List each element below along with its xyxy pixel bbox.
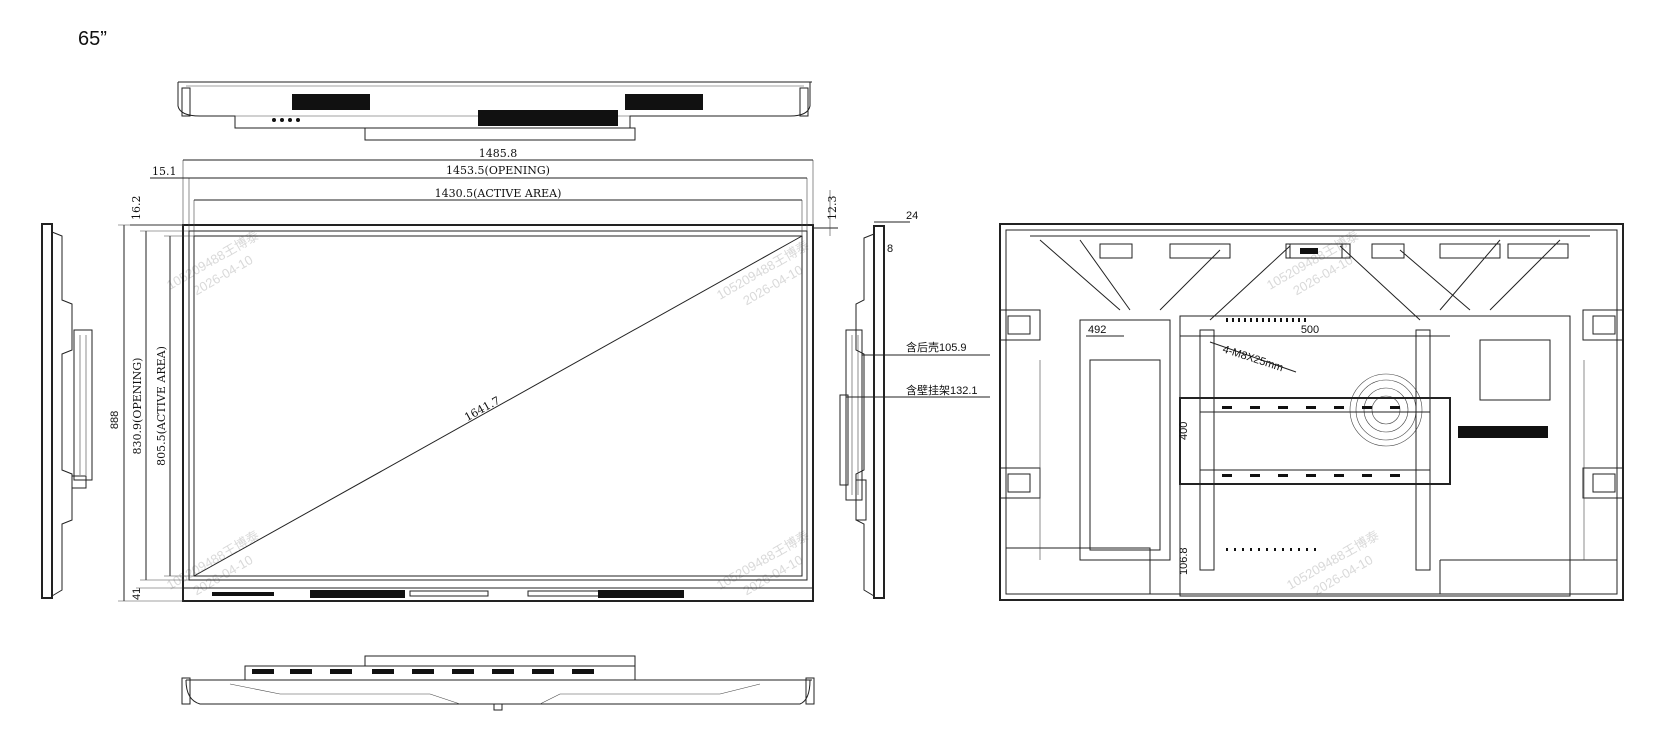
small-dim: 8: [887, 243, 893, 255]
total-height-dim: 888: [109, 411, 121, 429]
active-width-dim: 1430.5(ACTIVE AREA): [435, 187, 562, 200]
depth-dim: 24: [906, 210, 918, 222]
top-bezel-dim: 16.2: [130, 196, 143, 221]
bottom-view: [181, 655, 815, 711]
active-height-dim: 805.5(ACTIVE AREA): [155, 346, 168, 466]
rear-offset-bottom-dim: 106.8: [1178, 547, 1190, 575]
left-bezel-dim: 15.1: [152, 165, 177, 178]
left-side-view: [41, 223, 93, 599]
total-width-dim: 1485.8: [479, 147, 518, 160]
rear-offset-left-dim: 492: [1088, 324, 1106, 336]
diagonal-dim: 1641.7: [462, 394, 502, 424]
opening-width-dim: 1453.5(OPENING): [446, 164, 550, 177]
vesa-width-dim: 500: [1301, 324, 1319, 336]
right-side-view: 24 8 含后壳105.9 含壁挂架132.1: [839, 210, 990, 599]
wall-mount-depth-dim: 含壁挂架132.1: [906, 383, 978, 397]
back-shell-depth-dim: 含后壳105.9: [906, 340, 967, 354]
front-view: 1641.7 1485.8 1453.5(OPENING) 15.1 1430.…: [109, 147, 839, 602]
model-size-label: 65”: [78, 28, 107, 50]
screw-spec-dim: 4-M8X25mm: [1221, 343, 1285, 374]
right-bezel-dim: 12.3: [826, 196, 839, 221]
opening-height-dim: 830.9(OPENING): [131, 358, 144, 455]
vesa-height-dim: 400: [1178, 422, 1190, 440]
watermarks: 105209488王博泰 2026-04-10 105209488王博泰 202…: [164, 228, 1382, 599]
top-view: [177, 81, 812, 141]
rear-view: 500 492 4-M8X25mm 400 106.8: [999, 223, 1624, 601]
bottom-bezel-dim: 41: [131, 588, 143, 600]
diagonal-line: [193, 235, 803, 577]
